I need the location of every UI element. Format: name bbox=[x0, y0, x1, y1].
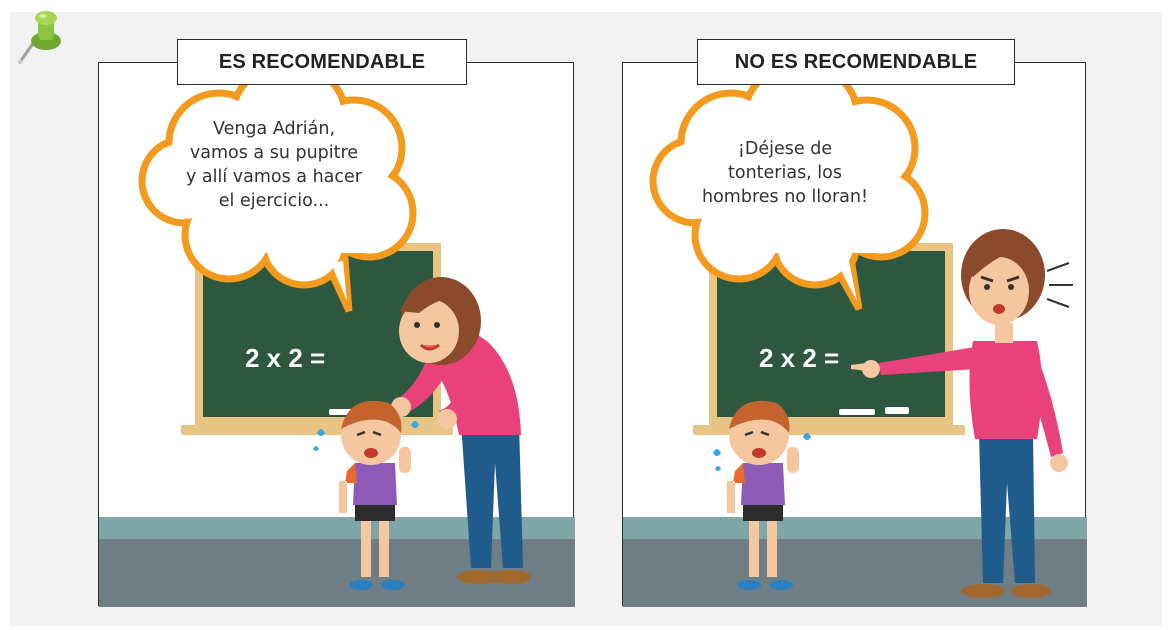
crying-boy-figure bbox=[313, 400, 419, 590]
speech-bubble-text: Venga Adrián, vamos a su pupitre y allí … bbox=[186, 119, 362, 211]
panel-not-recommended: NO ES RECOMENDABLE ¡Déjese de tonterias,… bbox=[622, 39, 1087, 607]
teacher-figure bbox=[391, 277, 531, 584]
speech-bubble-text: ¡Déjese de tonterias, los hombres no llo… bbox=[701, 139, 869, 207]
chalkboard-text: 2 x 2 = bbox=[245, 343, 326, 373]
teacher-figure bbox=[851, 229, 1073, 598]
panel-recommended: ES RECOMENDABLE Venga Adrián, vamos a su… bbox=[98, 39, 575, 607]
crying-boy-figure bbox=[713, 400, 811, 590]
push-pin-icon bbox=[18, 11, 61, 64]
panel-title: ES RECOMENDABLE bbox=[177, 39, 467, 85]
chalkboard-text: 2 x 2 = bbox=[759, 343, 840, 373]
panel-title: NO ES RECOMENDABLE bbox=[697, 39, 1015, 85]
